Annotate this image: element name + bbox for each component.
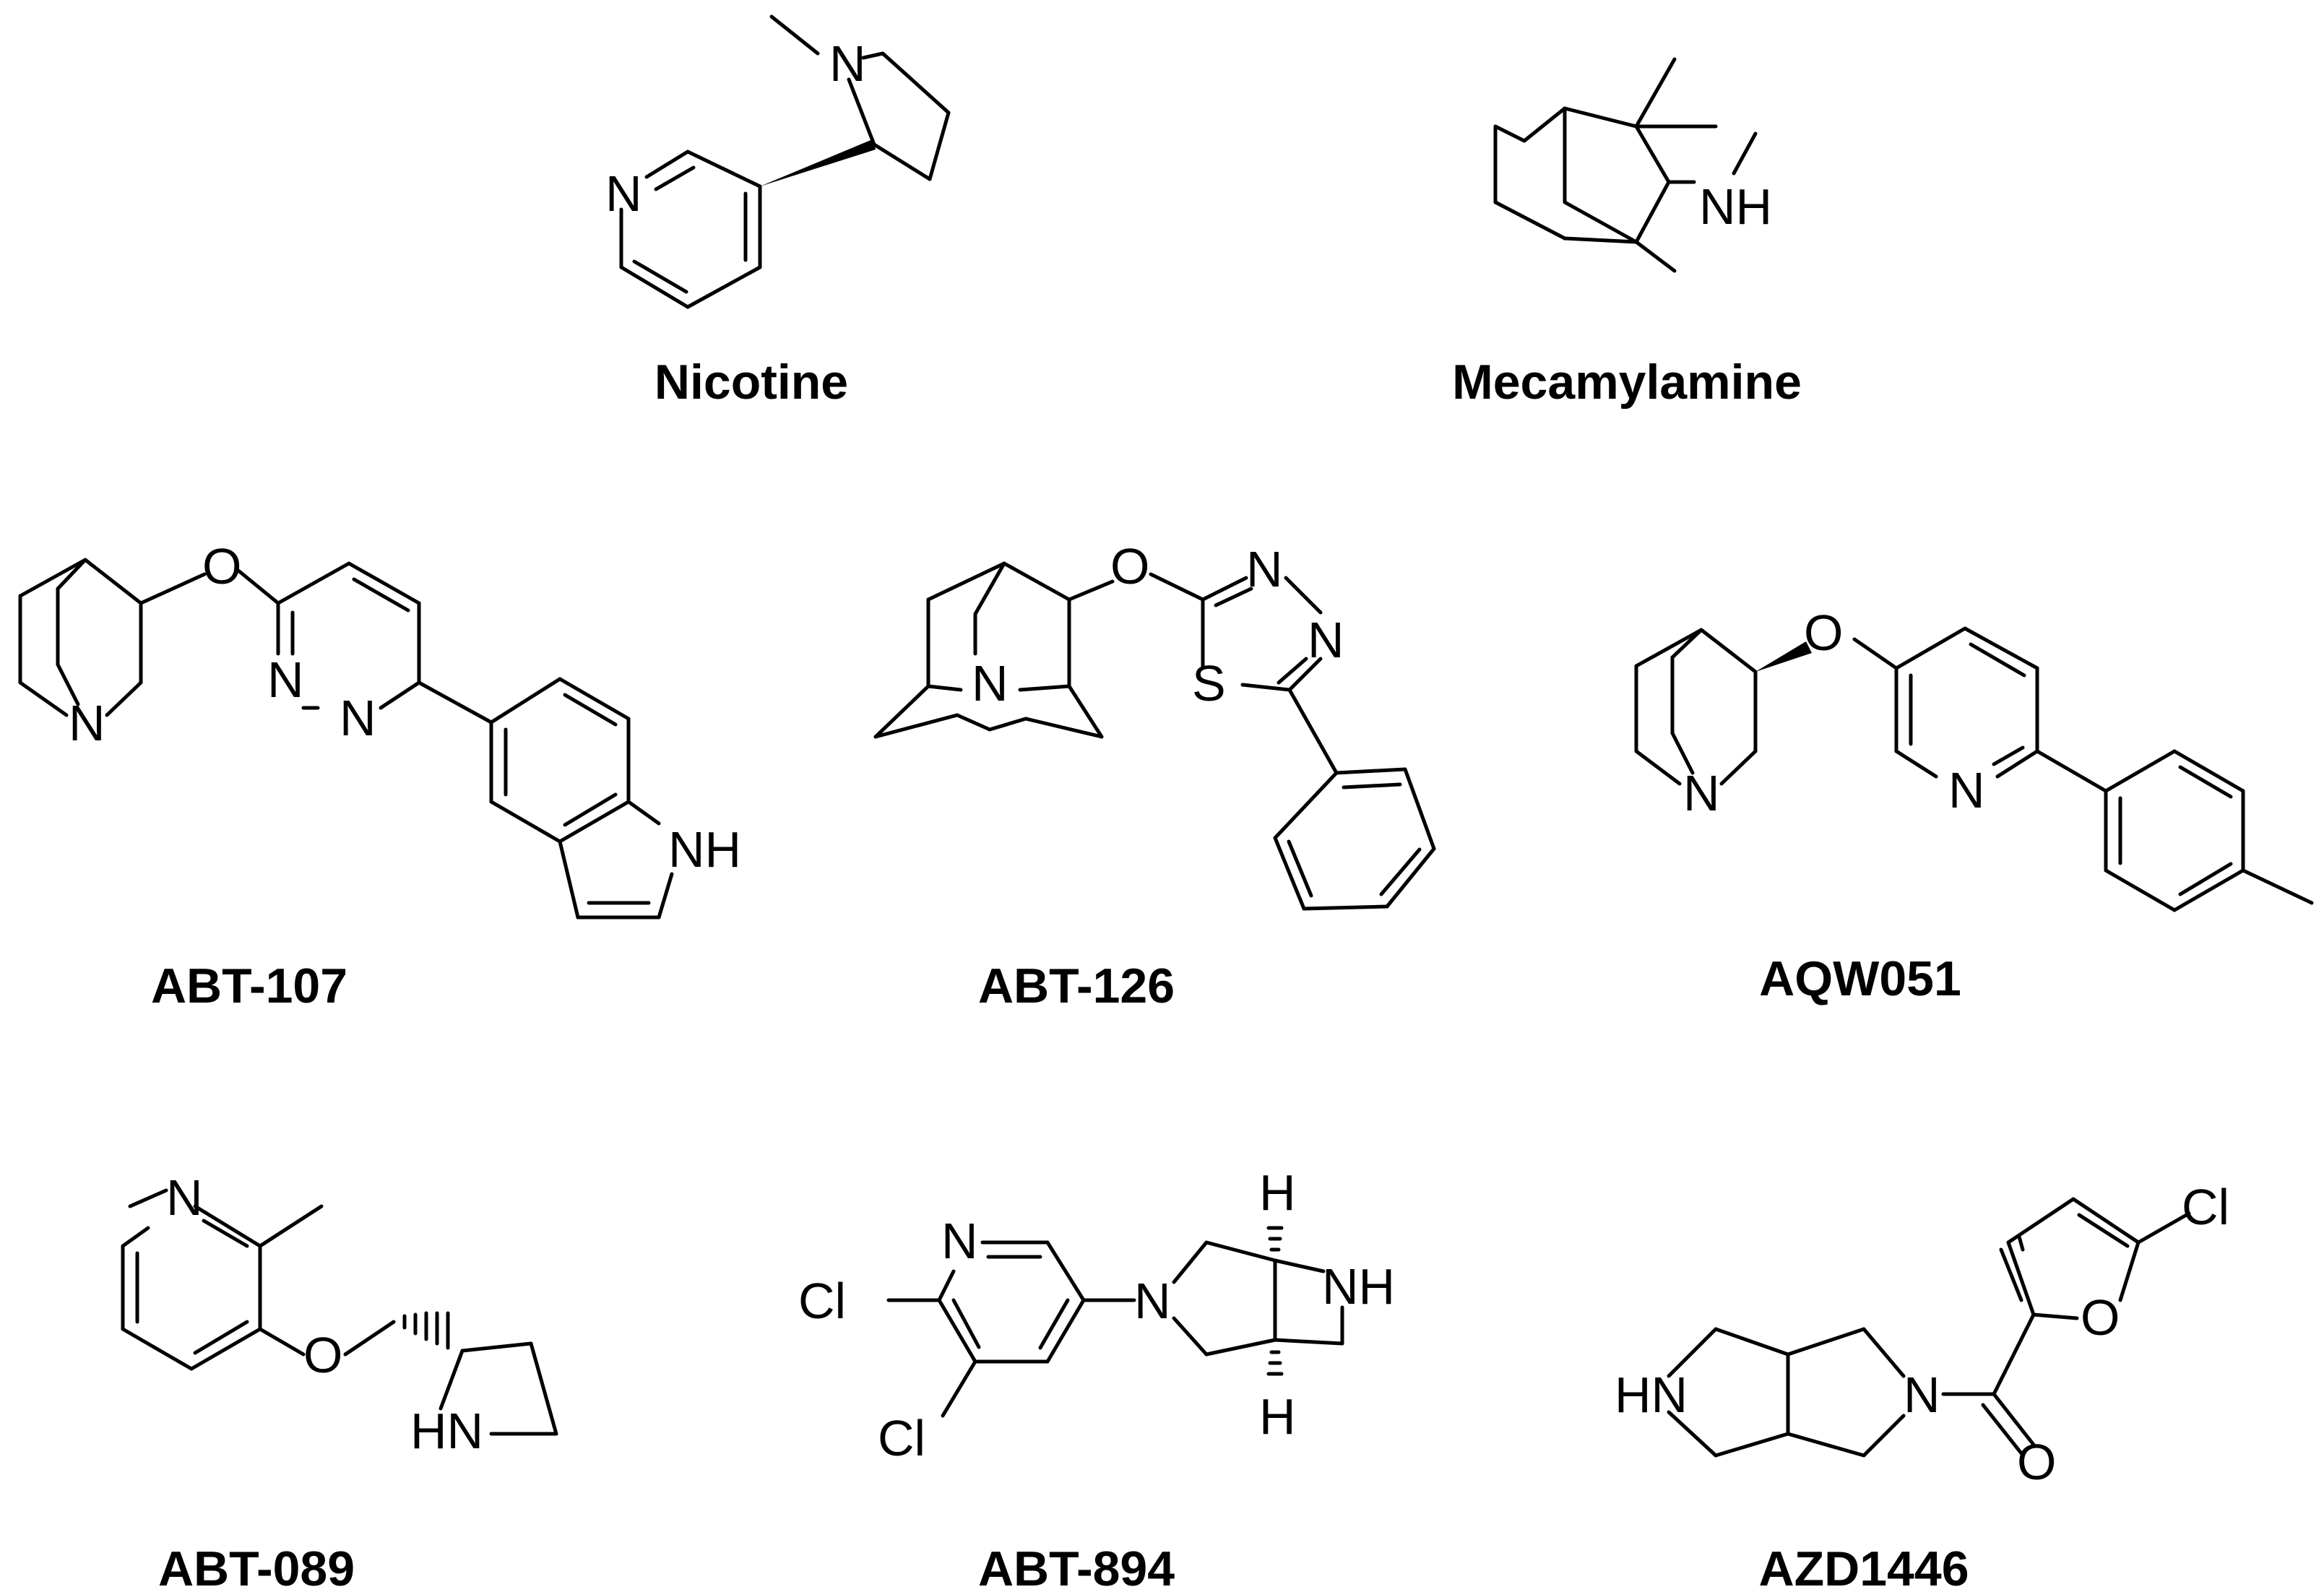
caption-mecamylamine: Mecamylamine	[1452, 355, 1802, 410]
abt107-atom-4: NH	[668, 821, 741, 878]
azd1446-atom-4: O	[2017, 1434, 2056, 1490]
nicotine-atom-1: N	[605, 165, 642, 222]
azd1446-atom-0: Cl	[2182, 1179, 2229, 1235]
azd1446-atom-1: O	[2081, 1289, 2120, 1346]
aqw051-atom-1: N	[1948, 762, 1985, 818]
caption-azd1446: AZD1446	[1758, 1541, 1969, 1592]
abt126-atom-2: N	[1308, 612, 1344, 668]
abt894-atom-4: NH	[1322, 1258, 1395, 1315]
abt894-atom-3: N	[1134, 1273, 1171, 1329]
mecamylamine-atom-0: NH	[1699, 178, 1772, 235]
compound-abt894: N Cl Cl N NH H H ABT-894	[798, 1164, 1395, 1592]
abt089-atom-0: N	[166, 1169, 203, 1226]
caption-abt089: ABT-089	[158, 1541, 355, 1592]
abt126-atom-0: O	[1110, 538, 1149, 594]
abt894-atom-2: Cl	[878, 1410, 925, 1466]
abt126-atom-3: S	[1192, 655, 1226, 711]
aqw051-atom-2: N	[1683, 765, 1720, 821]
abt107-atom-1: N	[267, 652, 304, 708]
nicotine-atom-0: N	[829, 35, 866, 92]
abt894-atom-6: H	[1259, 1388, 1296, 1445]
abt126-atom-1: N	[1246, 541, 1283, 597]
caption-abt126: ABT-126	[978, 959, 1175, 1013]
compound-abt089: N O HN ABT-089	[121, 1169, 558, 1592]
abt894-hashed-bonds	[1266, 1226, 1284, 1376]
abt089-atom-1: O	[303, 1327, 342, 1383]
abt089-hashed-bond	[402, 1311, 450, 1350]
abt107-atom-2: N	[340, 690, 376, 746]
azd1446-atom-2: HN	[1615, 1367, 1688, 1423]
compound-aqw051: O N N AQW051	[1634, 605, 2314, 1006]
abt089-atom-2: HN	[410, 1403, 483, 1459]
abt126-atom-4: N	[972, 655, 1008, 711]
compound-abt126: O N N S N ABT-126	[873, 538, 1436, 1013]
caption-nicotine: Nicotine	[655, 355, 848, 410]
abt107-atom-3: N	[69, 695, 105, 751]
compound-mecamylamine: NH Mecamylamine	[1452, 57, 1802, 410]
abt894-atom-5: H	[1259, 1164, 1296, 1221]
abt894-atom-0: N	[941, 1213, 978, 1269]
compound-azd1446: Cl O HN N O AZD1446	[1615, 1179, 2229, 1592]
caption-aqw051: AQW051	[1759, 951, 1961, 1006]
abt107-atom-0: O	[202, 538, 241, 594]
abt894-atom-1: Cl	[798, 1273, 846, 1329]
compound-abt107: O N N N NH ABT-107	[18, 538, 741, 1013]
caption-abt107: ABT-107	[151, 959, 347, 1013]
caption-abt894: ABT-894	[978, 1541, 1175, 1592]
compound-nicotine: N N Nicotine	[605, 14, 951, 410]
azd1446-atom-3: N	[1904, 1367, 1940, 1423]
aqw051-atom-0: O	[1804, 605, 1843, 661]
